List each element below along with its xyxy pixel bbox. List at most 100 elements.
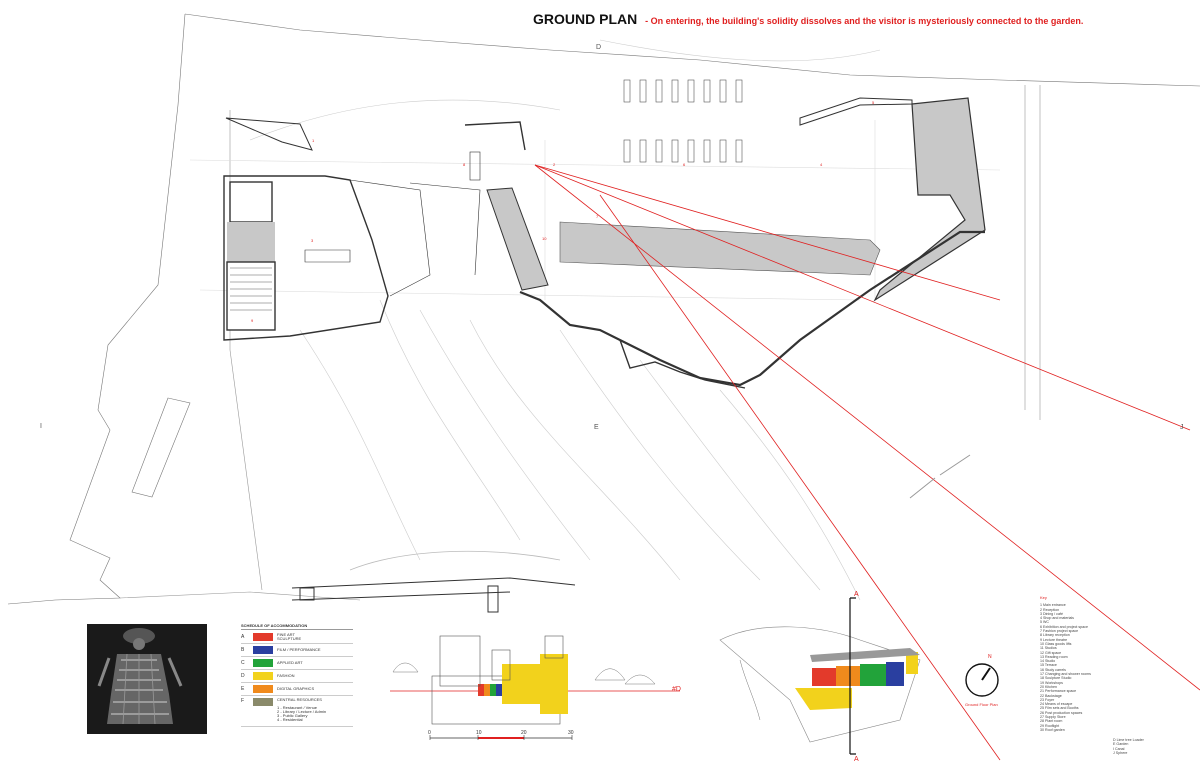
plan-label: 4	[820, 162, 823, 167]
key-extra-item: I Canal	[1113, 746, 1125, 751]
key-item: 19 Workshops	[1040, 680, 1063, 685]
section-drawing	[392, 635, 656, 725]
schedule-label: FILM / PERFORMANCE	[277, 647, 321, 652]
key-item: 16 Study carrels	[1040, 667, 1066, 672]
edge-label-center: E	[594, 424, 599, 431]
page-title: GROUND PLAN - On entering, the building'…	[533, 11, 1083, 27]
schedule-heading: SCHEDULE OF ACCOMMODATION	[241, 623, 353, 630]
plan-label: 1	[312, 138, 315, 143]
key-item: 28 Plant room	[1040, 719, 1063, 724]
key-item: 2 Reception	[1040, 607, 1060, 612]
swatch-fashion	[253, 672, 273, 680]
key-item: 3 Dining / café	[1040, 611, 1063, 616]
key-item: 10 Glass goods lifts	[1040, 641, 1072, 646]
key-item: 13 Reading room	[1040, 654, 1068, 659]
mini-plan	[719, 597, 921, 755]
key-item: 14 Studio	[1040, 659, 1056, 664]
south-building	[291, 577, 576, 613]
key-item: 17 Changing and shower rooms	[1040, 672, 1091, 677]
key-item: 27 Supply Store	[1040, 715, 1066, 720]
schedule-legend: SCHEDULE OF ACCOMMODATION A FINE ART SCU…	[241, 623, 353, 727]
edge-label-left: I	[40, 423, 42, 430]
plan-label: 9	[251, 318, 254, 323]
scale-tick: 20	[521, 730, 527, 736]
key-item: 26 Post production spaces	[1040, 710, 1083, 715]
plan-label: 8	[463, 162, 466, 167]
swatch-applied-art	[253, 659, 273, 667]
key-extra-item: D Lime tree Loader	[1113, 738, 1144, 742]
section-label-top: A	[854, 591, 859, 598]
schedule-letter: E	[241, 686, 245, 692]
key-extra-item: E Garden	[1113, 742, 1129, 747]
section-label-bottom: A	[854, 756, 859, 763]
key-item: 22 Backstage	[1040, 693, 1062, 698]
schedule-row: A FINE ART SCULPTURE	[241, 631, 353, 644]
schedule-row: C APPLIED ART	[241, 657, 353, 670]
central-entry	[349, 121, 526, 297]
elevation-label: #D	[672, 686, 681, 693]
key-item: 15 Terrace	[1040, 663, 1057, 668]
key-item: 6 Exhibition and project space	[1040, 624, 1088, 629]
key-item: 9 Lecture theatre	[1040, 637, 1068, 642]
key-item: 29 Rooflight	[1040, 723, 1060, 728]
key-item: 23 Foyer	[1040, 697, 1055, 702]
schedule-letter: D	[241, 673, 245, 679]
scale-tick: 0	[428, 730, 431, 736]
site-boundary	[7, 13, 186, 605]
edge-label-top: D	[596, 44, 602, 51]
plan-label: 5	[872, 100, 875, 105]
swatch-film	[253, 646, 273, 654]
key-item: 25 Film sets and Booths	[1040, 706, 1079, 711]
key-extra-item: J Sphere	[1113, 750, 1128, 755]
grey-ramp	[486, 187, 549, 291]
schedule-label: DIGITAL GRAPHICS	[277, 686, 315, 691]
key-item: 12 Gift space	[1040, 650, 1062, 655]
key-item: 30 Roof garden	[1040, 727, 1065, 732]
swatch-digital	[253, 685, 273, 693]
east-tower	[873, 97, 986, 302]
key-item: 7 Fashion project space	[1040, 629, 1079, 634]
swatch-fine-art	[253, 633, 273, 641]
title-main: GROUND PLAN	[533, 11, 638, 27]
fashion-photo	[87, 624, 207, 734]
scale-tick: 10	[476, 730, 482, 736]
grey-slab	[559, 221, 881, 276]
schedule-row: D FASHION	[241, 670, 353, 683]
key-item: 18 Sculpture Studio	[1040, 676, 1072, 681]
key-item: 5 WC	[1040, 620, 1049, 625]
title-subtitle: - On entering, the building's solidity d…	[645, 16, 1084, 26]
schedule-label: FASHION	[277, 673, 295, 678]
schedule-row: F CENTRAL RESOURCES 1 - Restaurant / Ven…	[241, 696, 353, 727]
key-item: 4 Shop and materials	[1040, 616, 1074, 621]
north-caption: Ground Floor Plan	[965, 702, 998, 707]
schedule-letter: B	[241, 647, 245, 653]
plan-label: 10	[542, 236, 547, 241]
key-heading: Key	[1040, 595, 1047, 600]
key-item: 21 Performance space	[1040, 689, 1077, 694]
schedule-label: FINE ART SCULPTURE	[277, 632, 302, 641]
schedule-row: B FILM / PERFORMANCE	[241, 644, 353, 657]
schedule-label: APPLIED ART	[277, 660, 303, 665]
schedule-letter: C	[241, 660, 245, 666]
key-item: 24 Means of escape	[1040, 702, 1073, 707]
schedule-letter: F	[241, 698, 245, 704]
plan-label: 3	[311, 238, 314, 243]
key-item: 20 Kitchen	[1040, 684, 1057, 689]
plan-label: 2	[553, 162, 556, 167]
key-item: 11 Studios	[1040, 646, 1057, 651]
key-item: 8 Library reception	[1040, 633, 1070, 638]
schedule-label: CENTRAL RESOURCES 1 - Restaurant / Venue…	[277, 697, 327, 722]
plan-label: 7	[596, 214, 599, 219]
parking-stalls	[623, 79, 743, 163]
north-arrow	[964, 662, 1000, 703]
edge-label-right: J	[1180, 424, 1184, 431]
swatch-central	[253, 698, 273, 706]
schedule-letter: A	[241, 634, 245, 640]
scale-tick: 30	[568, 730, 574, 736]
key-item: 1 Main entrance	[1040, 603, 1066, 608]
plan-label: 6	[683, 162, 686, 167]
schedule-row: E DIGITAL GRAPHICS	[241, 683, 353, 696]
